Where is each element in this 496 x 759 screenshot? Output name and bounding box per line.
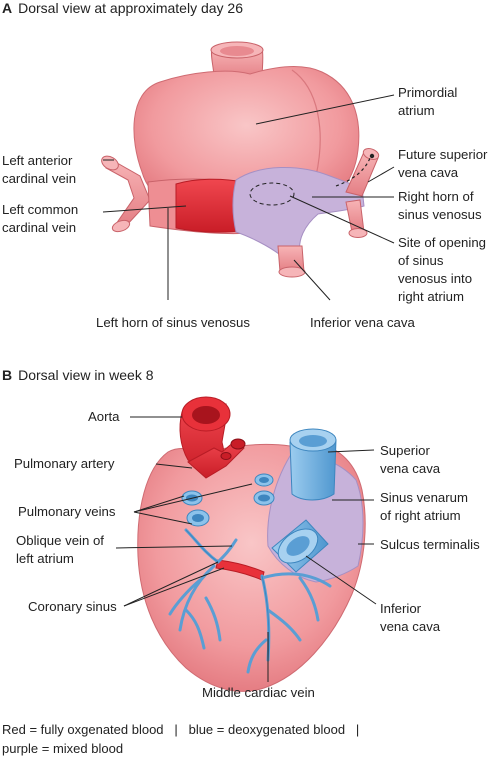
label-site-line4: right atrium	[398, 289, 464, 304]
panel-b-art	[115, 396, 377, 692]
label-pulmonary-artery: Pulmonary artery	[14, 456, 115, 471]
panel-b-heading: B Dorsal view in week 8	[2, 367, 154, 383]
b-superior-vena-cava	[289, 439, 337, 501]
panel-a-letter: A	[2, 0, 13, 16]
label-lacv-line1: Left anterior	[2, 153, 73, 168]
label-future-svc: Future superior vena cava	[398, 146, 487, 182]
label-site-line3: venosus into	[398, 271, 473, 286]
label-right-horn-line2: sinus venosus	[398, 207, 482, 222]
label-sinus-venarum: Sinus venarum of right atrium	[380, 489, 468, 525]
legend-line-1: Red = fully oxgenated blood | blue = deo…	[2, 722, 360, 737]
label-a-ivc: Inferior vena cava	[310, 315, 415, 330]
b-leader-lines	[115, 416, 377, 682]
label-pulmonary-veins: Pulmonary veins	[18, 504, 116, 519]
label-sinus-venarum-line1: Sinus venarum	[380, 490, 468, 505]
label-coronary-sinus: Coronary sinus	[28, 599, 117, 614]
label-right-horn-line1: Right horn of	[398, 189, 474, 204]
label-primordial-atrium-line2: atrium	[398, 103, 435, 118]
legend-line-2: purple = mixed blood	[2, 741, 124, 756]
color-legend: Red = fully oxgenated blood | blue = deo…	[2, 720, 492, 758]
label-lccv-line1: Left common	[2, 202, 79, 217]
label-site-line1: Site of opening	[398, 235, 486, 250]
label-primordial-atrium-line1: Primordial	[398, 85, 458, 100]
label-oblique-vein: Oblique vein of left atrium	[16, 532, 104, 568]
label-oblique-line2: left atrium	[16, 551, 74, 566]
label-future-svc-line1: Future superior	[398, 147, 488, 162]
label-site-line2: of sinus	[398, 253, 444, 268]
label-future-svc-line2: vena cava	[398, 165, 459, 180]
label-middle-cardiac-vein: Middle cardiac vein	[202, 685, 315, 700]
label-sinus-venarum-line2: of right atrium	[380, 508, 461, 523]
label-sulcus-terminalis: Sulcus terminalis	[380, 537, 480, 552]
a-right-horn-sinus-venosus	[232, 166, 365, 259]
a-site-of-opening	[249, 182, 295, 206]
label-primordial-atrium: Primordial atrium	[398, 84, 457, 120]
label-lacv-line2: cardinal vein	[2, 171, 77, 186]
label-aorta: Aorta	[88, 409, 120, 424]
label-b-ivc-line2: vena cava	[380, 619, 441, 634]
label-site-of-opening: Site of opening of sinus venosus into ri…	[398, 234, 486, 306]
panel-a-art	[101, 41, 395, 301]
label-svc-line2: vena cava	[380, 461, 441, 476]
label-b-ivc: Inferior vena cava	[380, 600, 440, 636]
label-svc: Superior vena cava	[380, 442, 440, 478]
label-b-ivc-line1: Inferior	[380, 601, 422, 616]
label-oblique-line1: Oblique vein of	[16, 533, 104, 548]
panel-a-title: Dorsal view at approximately day 26	[18, 0, 244, 16]
panel-a-heading: A Dorsal view at approximately day 26	[2, 0, 243, 16]
label-lccv-line2: cardinal vein	[2, 220, 77, 235]
label-svc-line1: Superior	[380, 443, 430, 458]
a-leader-lines	[102, 94, 395, 301]
panel-b-title: Dorsal view in week 8	[18, 367, 154, 383]
label-right-horn: Right horn of sinus venosus	[398, 188, 482, 224]
panel-b-letter: B	[2, 367, 13, 383]
label-left-common-cardinal-vein: Left common cardinal vein	[2, 201, 78, 237]
label-left-horn: Left horn of sinus venosus	[96, 315, 250, 330]
label-left-anterior-cardinal-vein: Left anterior cardinal vein	[2, 152, 76, 188]
